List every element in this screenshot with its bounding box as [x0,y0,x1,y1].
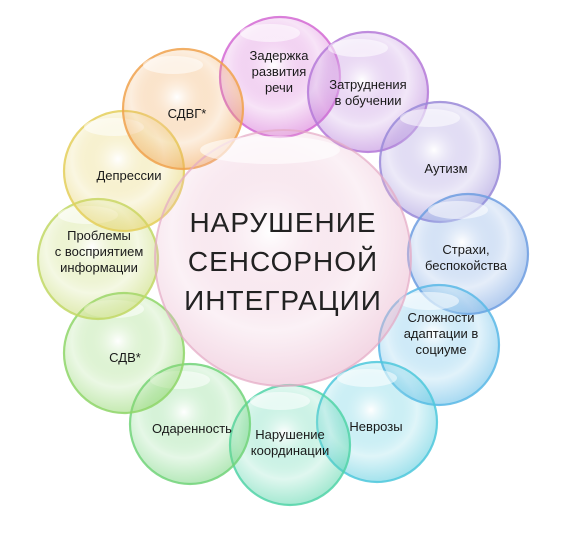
bubble-highlight [399,292,459,310]
bubble-label-zaderzhka: Задержка [249,48,309,63]
bubble-label-zatrudneniya: Затруднения [329,77,406,92]
bubble-label-depressii: Депрессии [96,168,161,183]
bubble-label-problemy: информации [60,260,138,275]
bubble-label-zatrudneniya: в обучении [334,93,401,108]
bubble-label-nevrozy: Неврозы [349,419,402,434]
bubble-highlight [428,201,488,219]
bubble-label-zaderzhka: развития [252,64,307,79]
bubble-label-odarennost: Одаренность [152,421,232,436]
bubble-label-sdv: СДВ* [109,350,141,365]
bubble-highlight [250,392,310,410]
bubble-label-slozhnosti: социуме [415,342,466,357]
bubble-label-autizm: Аутизм [424,161,467,176]
bubble-label-zaderzhka: речи [265,80,293,95]
bubble-highlight [328,39,388,57]
bubble-highlight [337,369,397,387]
bubble-label-slozhnosti: Сложности [407,310,474,325]
bubble-autizm: Аутизм [378,100,502,224]
bubble-label-problemy: Проблемы [67,228,131,243]
bubble-highlight [143,56,203,74]
center-title-line: СЕНСОРНОЙ [188,246,378,277]
center-circle [154,129,412,387]
bubble-highlight [240,24,300,42]
bubble-sdvg: СДВГ* [121,47,245,171]
bubble-label-strakhi: беспокойства [425,258,508,273]
bubble-label-slozhnosti: адаптации в [404,326,479,341]
center-title-line: НАРУШЕНИЕ [189,207,376,238]
center-bubble: НАРУШЕНИЕ СЕНСОРНОЙ ИНТЕГРАЦИИ [154,129,412,387]
bubble-label-problemy: с восприятием [55,244,144,259]
bubble-label-narushenie-koordinatsii: Нарушение [255,427,325,442]
center-title-line: ИНТЕГРАЦИИ [184,285,382,316]
bubble-label-strakhi: Страхи, [442,242,489,257]
center-highlight [200,136,340,164]
bubble-highlight [400,109,460,127]
bubble-label-sdvg: СДВГ* [168,106,207,121]
bubble-circle-sdvg [121,47,245,171]
bubble-label-narushenie-koordinatsii: координации [251,443,329,458]
